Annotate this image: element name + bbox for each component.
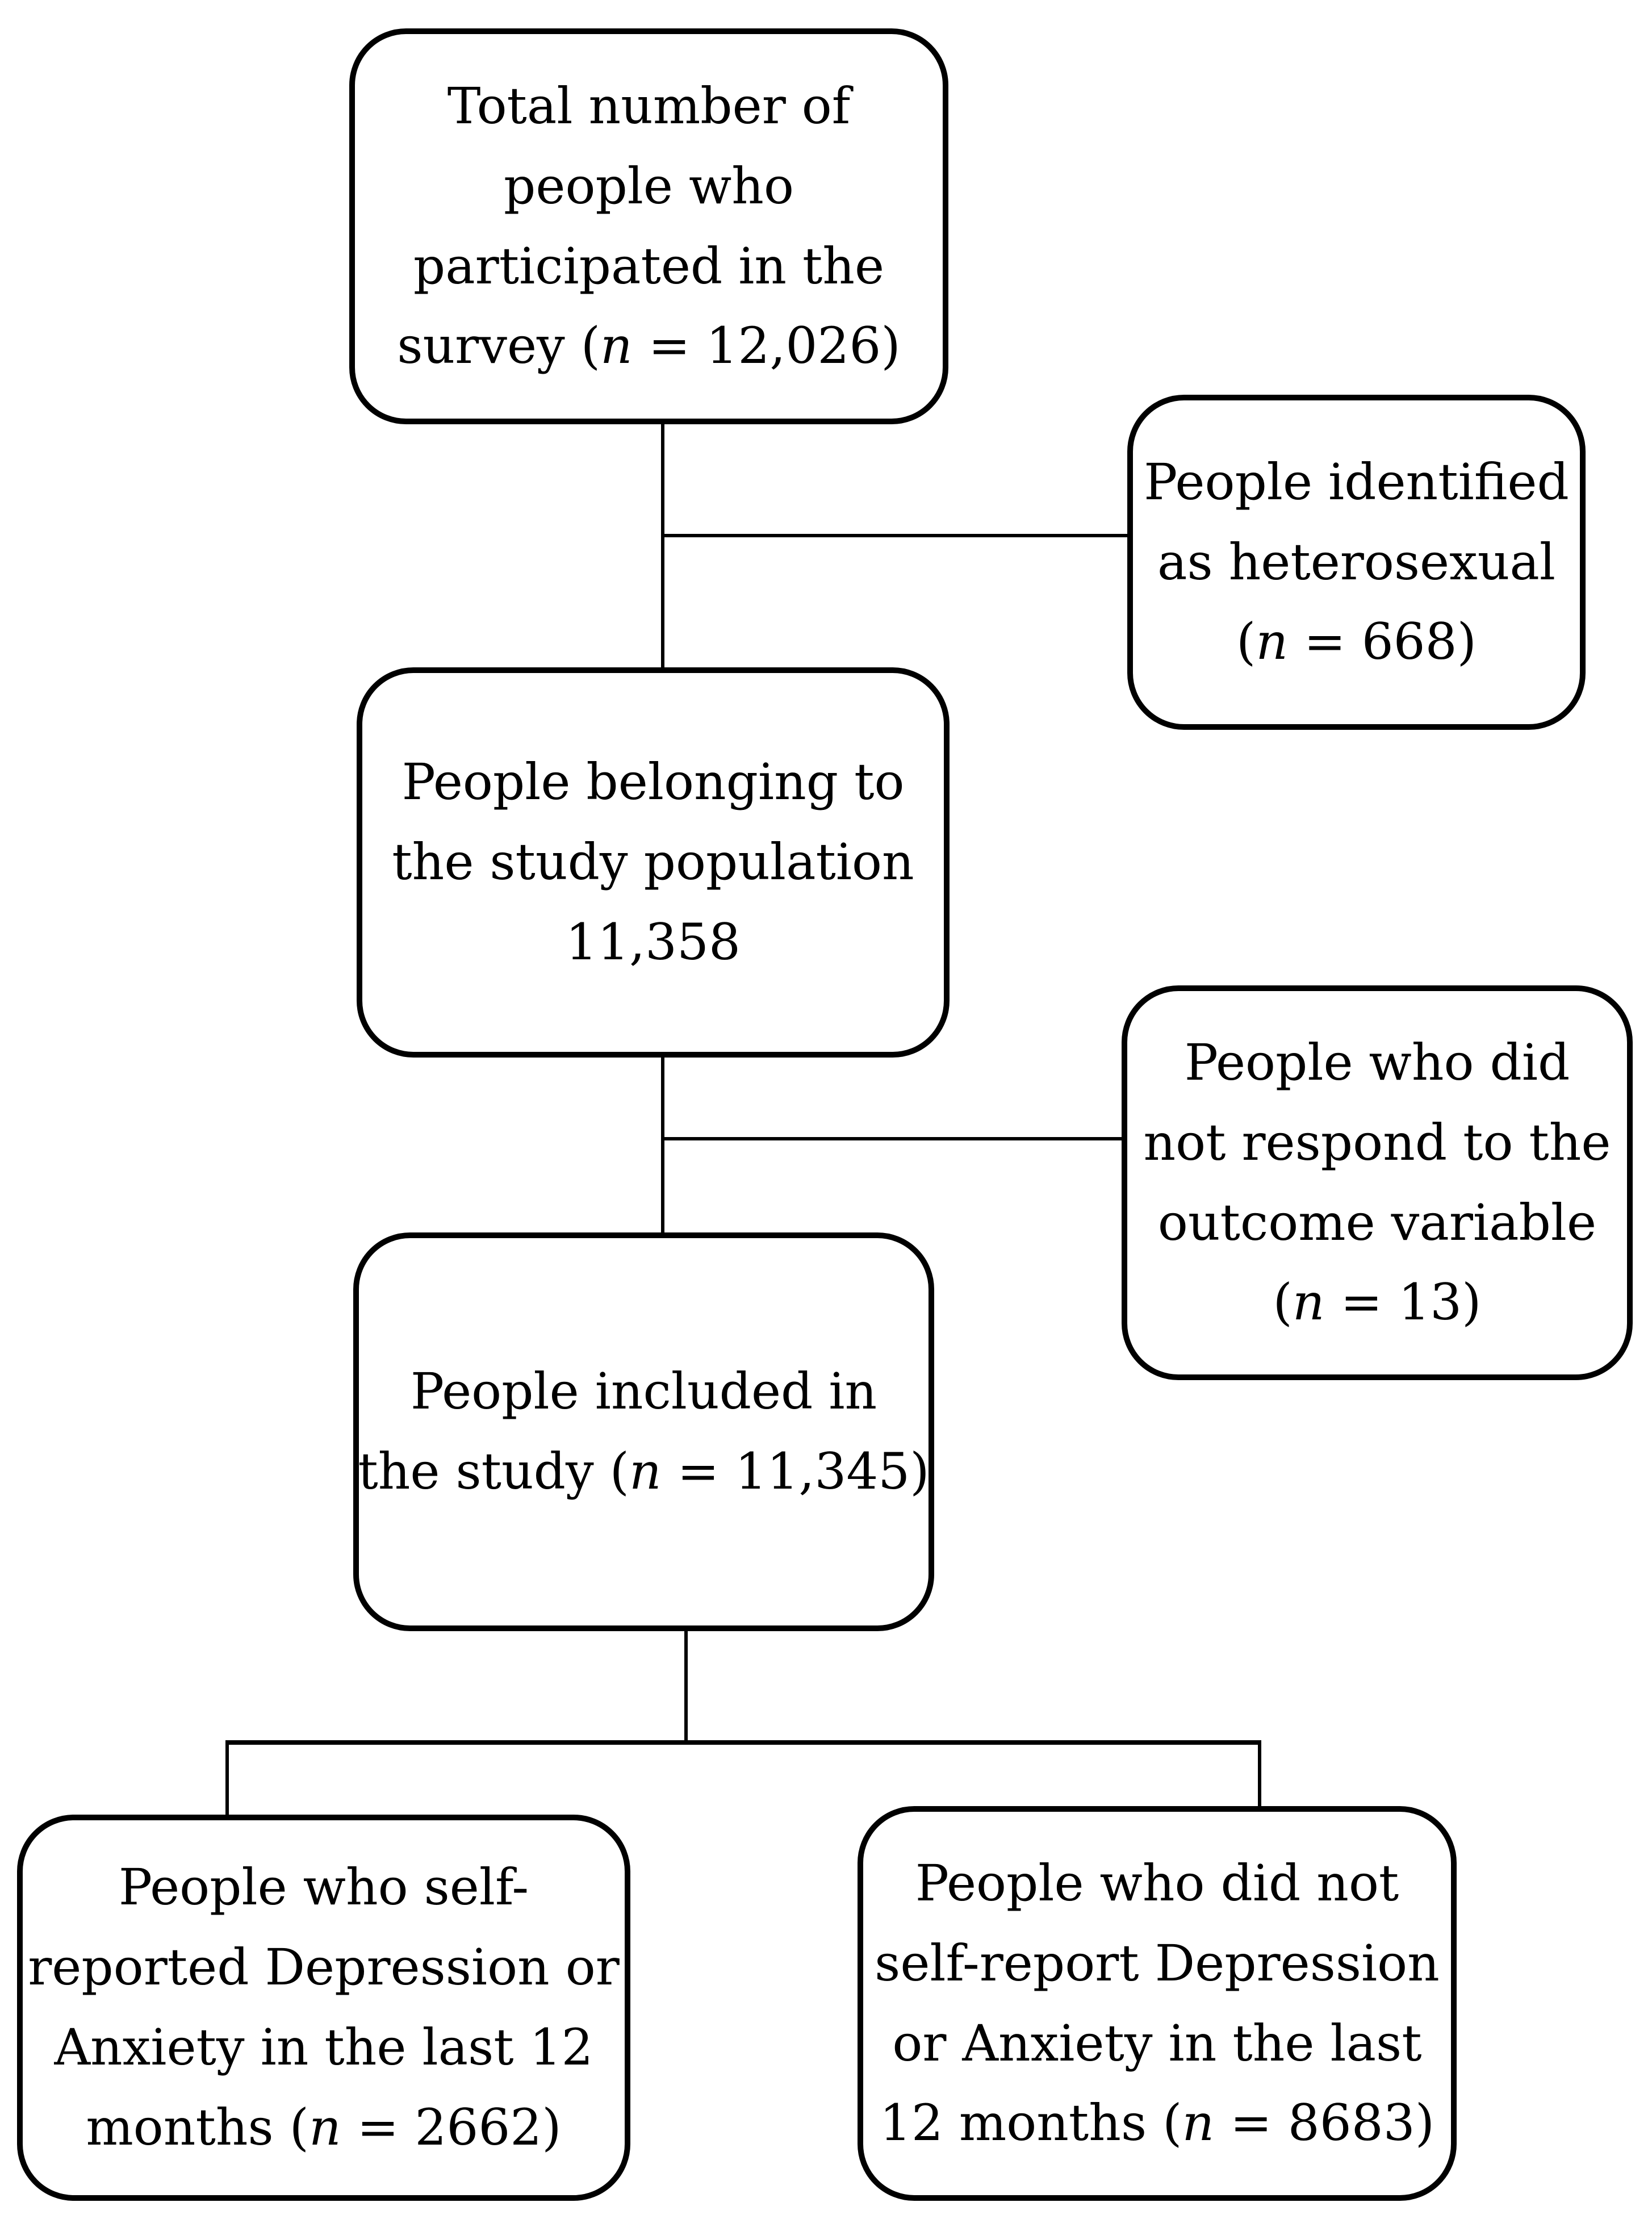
- box-excluded-no-outcome-response: People who didnot respond to theoutcome …: [1122, 985, 1633, 1380]
- box-excluded-heterosexual: People identifiedas heterosexual(n = 668…: [1127, 395, 1586, 730]
- box-total-survey-text: Total number ofpeople whoparticipated in…: [397, 76, 901, 375]
- box-excluded-no-outcome-response-text: People who didnot respond to theoutcome …: [1143, 1033, 1611, 1332]
- box-self-reported-depression-anxiety-text: People who self-reported Depression orAn…: [28, 1858, 620, 2157]
- box-total-survey: Total number ofpeople whoparticipated in…: [349, 28, 948, 424]
- box-no-self-reported-depression-anxiety: People who did notself-report Depression…: [858, 1806, 1457, 2201]
- box-study-population: People belonging tothe study population1…: [357, 667, 950, 1058]
- box-no-self-reported-depression-anxiety-text: People who did notself-report Depression…: [875, 1853, 1440, 2153]
- box-included-in-study: People included inthe study (n = 11,345): [353, 1232, 934, 1631]
- box-study-population-text: People belonging tothe study population1…: [392, 753, 914, 971]
- box-excluded-heterosexual-text: People identifiedas heterosexual(n = 668…: [1144, 452, 1569, 671]
- box-self-reported-depression-anxiety: People who self-reported Depression orAn…: [17, 1815, 630, 2201]
- box-included-in-study-text: People included inthe study (n = 11,345): [358, 1362, 930, 1501]
